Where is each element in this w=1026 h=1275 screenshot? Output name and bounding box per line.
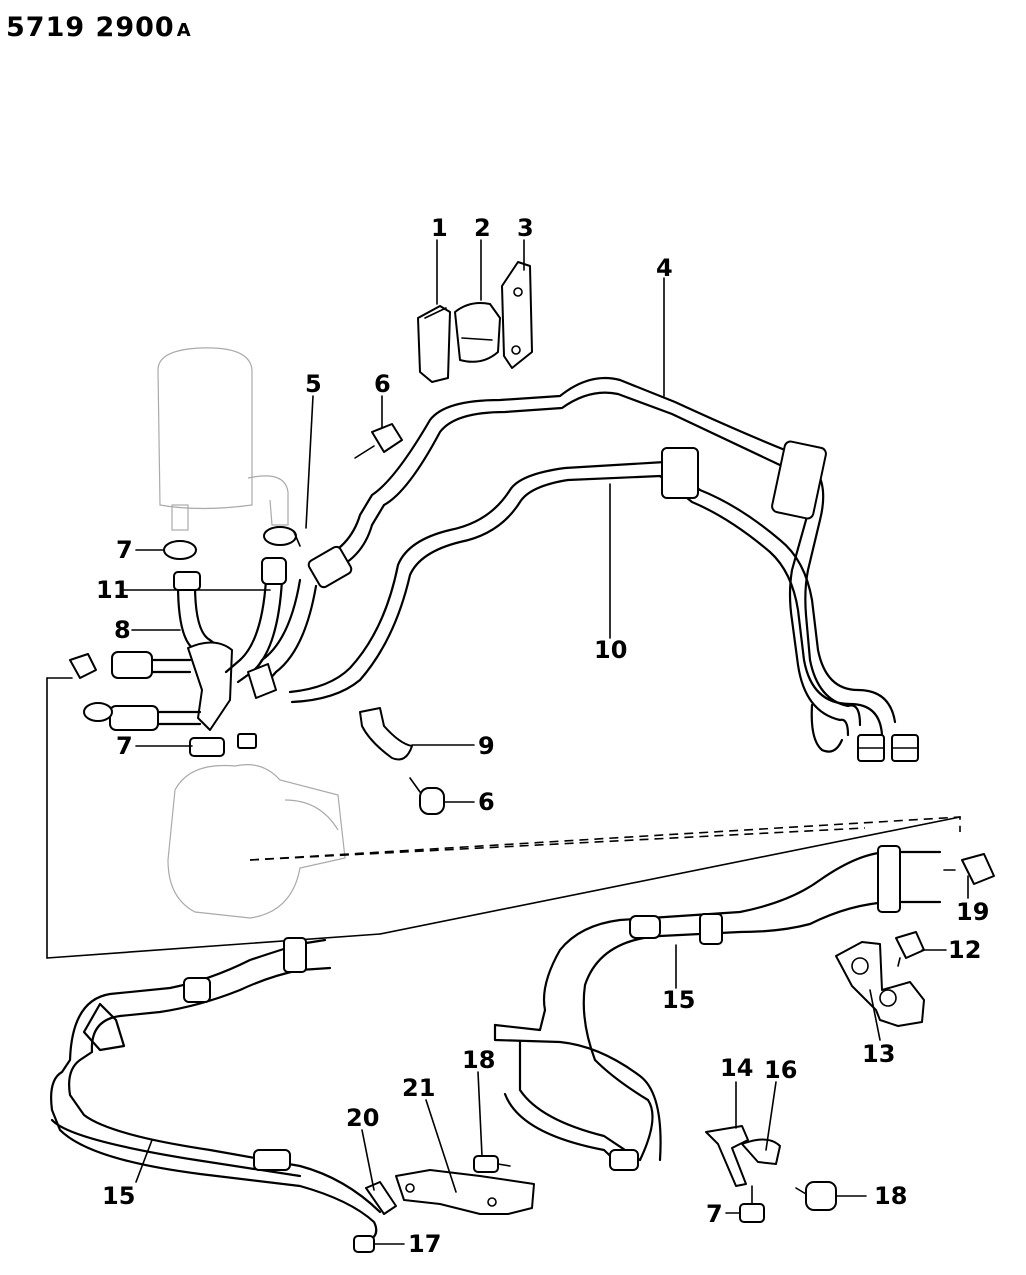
callout-5: 5 xyxy=(305,370,322,398)
part-18-bolt-left xyxy=(473,1155,511,1173)
callout-9: 9 xyxy=(478,732,495,760)
part-2-rubber-block xyxy=(454,302,501,363)
part-7-clamp-upper xyxy=(163,540,197,560)
callout-1: 1 xyxy=(431,214,448,242)
leader-lines xyxy=(121,239,969,1245)
callout-21: 21 xyxy=(402,1074,435,1102)
part-7-clamp-left xyxy=(69,653,113,722)
callout-10: 10 xyxy=(594,636,627,664)
part-7-bolt-bottom xyxy=(739,1185,765,1223)
callout-labels: 1 2 3 4 5 6 7 11 8 7 10 9 6 19 12 13 15 … xyxy=(96,214,989,1258)
callout-7-bottom: 7 xyxy=(706,1200,723,1228)
callout-16: 16 xyxy=(764,1056,797,1084)
callout-4: 4 xyxy=(656,254,673,282)
diagram-number: 5719 2900 xyxy=(6,12,175,43)
part-14-bracket xyxy=(705,1125,749,1187)
callout-3: 3 xyxy=(517,214,534,242)
part-5-clamp xyxy=(263,526,301,547)
part-11-return-hose xyxy=(109,557,318,749)
part-12-bolt xyxy=(895,931,925,967)
callout-15-left: 15 xyxy=(102,1182,135,1210)
part-6-bolt-upper xyxy=(354,423,403,459)
diagram-revision: A xyxy=(176,20,192,41)
part-19-bolt xyxy=(943,853,995,885)
part-4-pressure-tube xyxy=(307,376,862,737)
callout-20: 20 xyxy=(346,1104,379,1132)
pump-ghost xyxy=(167,764,346,919)
callout-12: 12 xyxy=(948,936,981,964)
callout-18-right: 18 xyxy=(874,1182,907,1210)
section-divider xyxy=(46,677,961,959)
part-17-bolt xyxy=(353,1235,375,1253)
part-1-insulator xyxy=(417,305,451,383)
part-13-bracket xyxy=(835,941,925,1027)
part-10-return-tube xyxy=(288,447,919,762)
part-18-bolt-right xyxy=(795,1181,837,1211)
callout-15-right: 15 xyxy=(662,986,695,1014)
callout-2: 2 xyxy=(474,214,491,242)
callout-6-upper: 6 xyxy=(374,370,391,398)
part-21-bracket xyxy=(395,1169,535,1215)
part-20-clamp xyxy=(365,1181,397,1215)
part-15-cooler-tube-left xyxy=(50,937,382,1242)
part-9-clamp xyxy=(359,707,413,761)
callout-14: 14 xyxy=(720,1054,753,1082)
part-6-bolt-lower xyxy=(409,777,445,815)
part-7-clamp-lower xyxy=(189,737,225,757)
part-15-cooler-tube-right xyxy=(493,845,942,1172)
callout-7-upper: 7 xyxy=(116,536,133,564)
part-3-bracket xyxy=(501,261,533,369)
callout-13: 13 xyxy=(862,1040,895,1068)
callout-8: 8 xyxy=(114,616,131,644)
callout-19: 19 xyxy=(956,898,989,926)
reservoir-ghost xyxy=(157,347,289,531)
callout-17: 17 xyxy=(408,1230,441,1258)
part-16-clip xyxy=(741,1138,781,1165)
callout-18-left: 18 xyxy=(462,1046,495,1074)
callout-11: 11 xyxy=(96,576,129,604)
callout-7-lower: 7 xyxy=(116,732,133,760)
callout-6-lower: 6 xyxy=(478,788,495,816)
